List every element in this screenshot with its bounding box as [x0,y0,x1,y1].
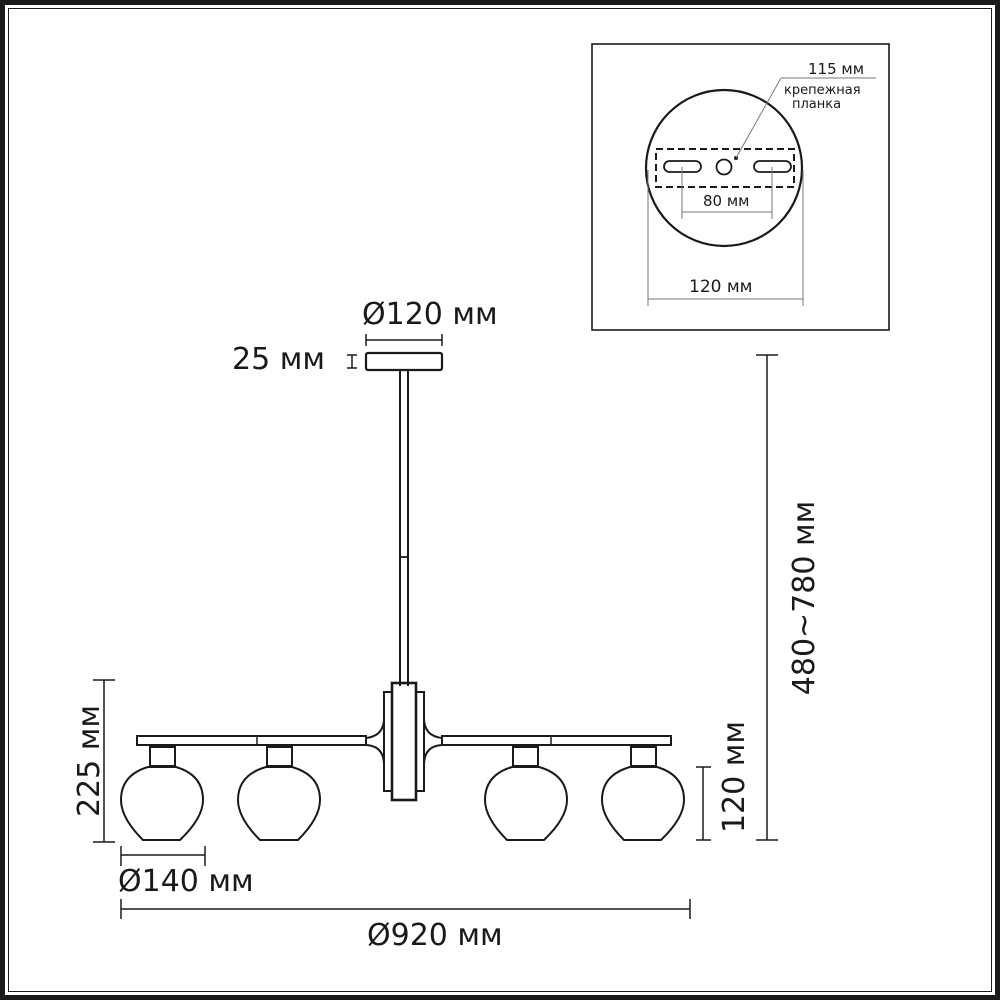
total-height-label: 480~780 мм [787,500,822,696]
central-body [390,681,418,802]
canopy [364,351,444,372]
plate-label-line1: крепежная [784,83,861,98]
mounting-plate [655,148,795,188]
shade-2 [236,746,322,841]
plate-label-line2: планка [792,97,842,112]
plate-length-label: 115 мм [808,60,865,78]
canopy-diameter-label: Ø120 мм [362,297,498,332]
inset-box [591,43,890,331]
body-height-label: 225 мм [72,704,107,818]
overall-diameter-label: Ø920 мм [367,918,503,953]
shade-height-label: 120 мм [717,720,752,834]
shade-3 [483,746,569,841]
hole-spacing-label: 80 мм [703,192,750,210]
inner-frame [8,8,992,992]
shade-diameter-label: Ø140 мм [118,864,254,899]
canopy-width-label: 120 мм [689,277,753,297]
shade-1 [119,746,205,841]
canopy-circle [644,88,804,248]
canopy-height-label: 25 мм [232,342,325,377]
shade-4 [600,746,686,841]
center-hole [715,158,733,176]
